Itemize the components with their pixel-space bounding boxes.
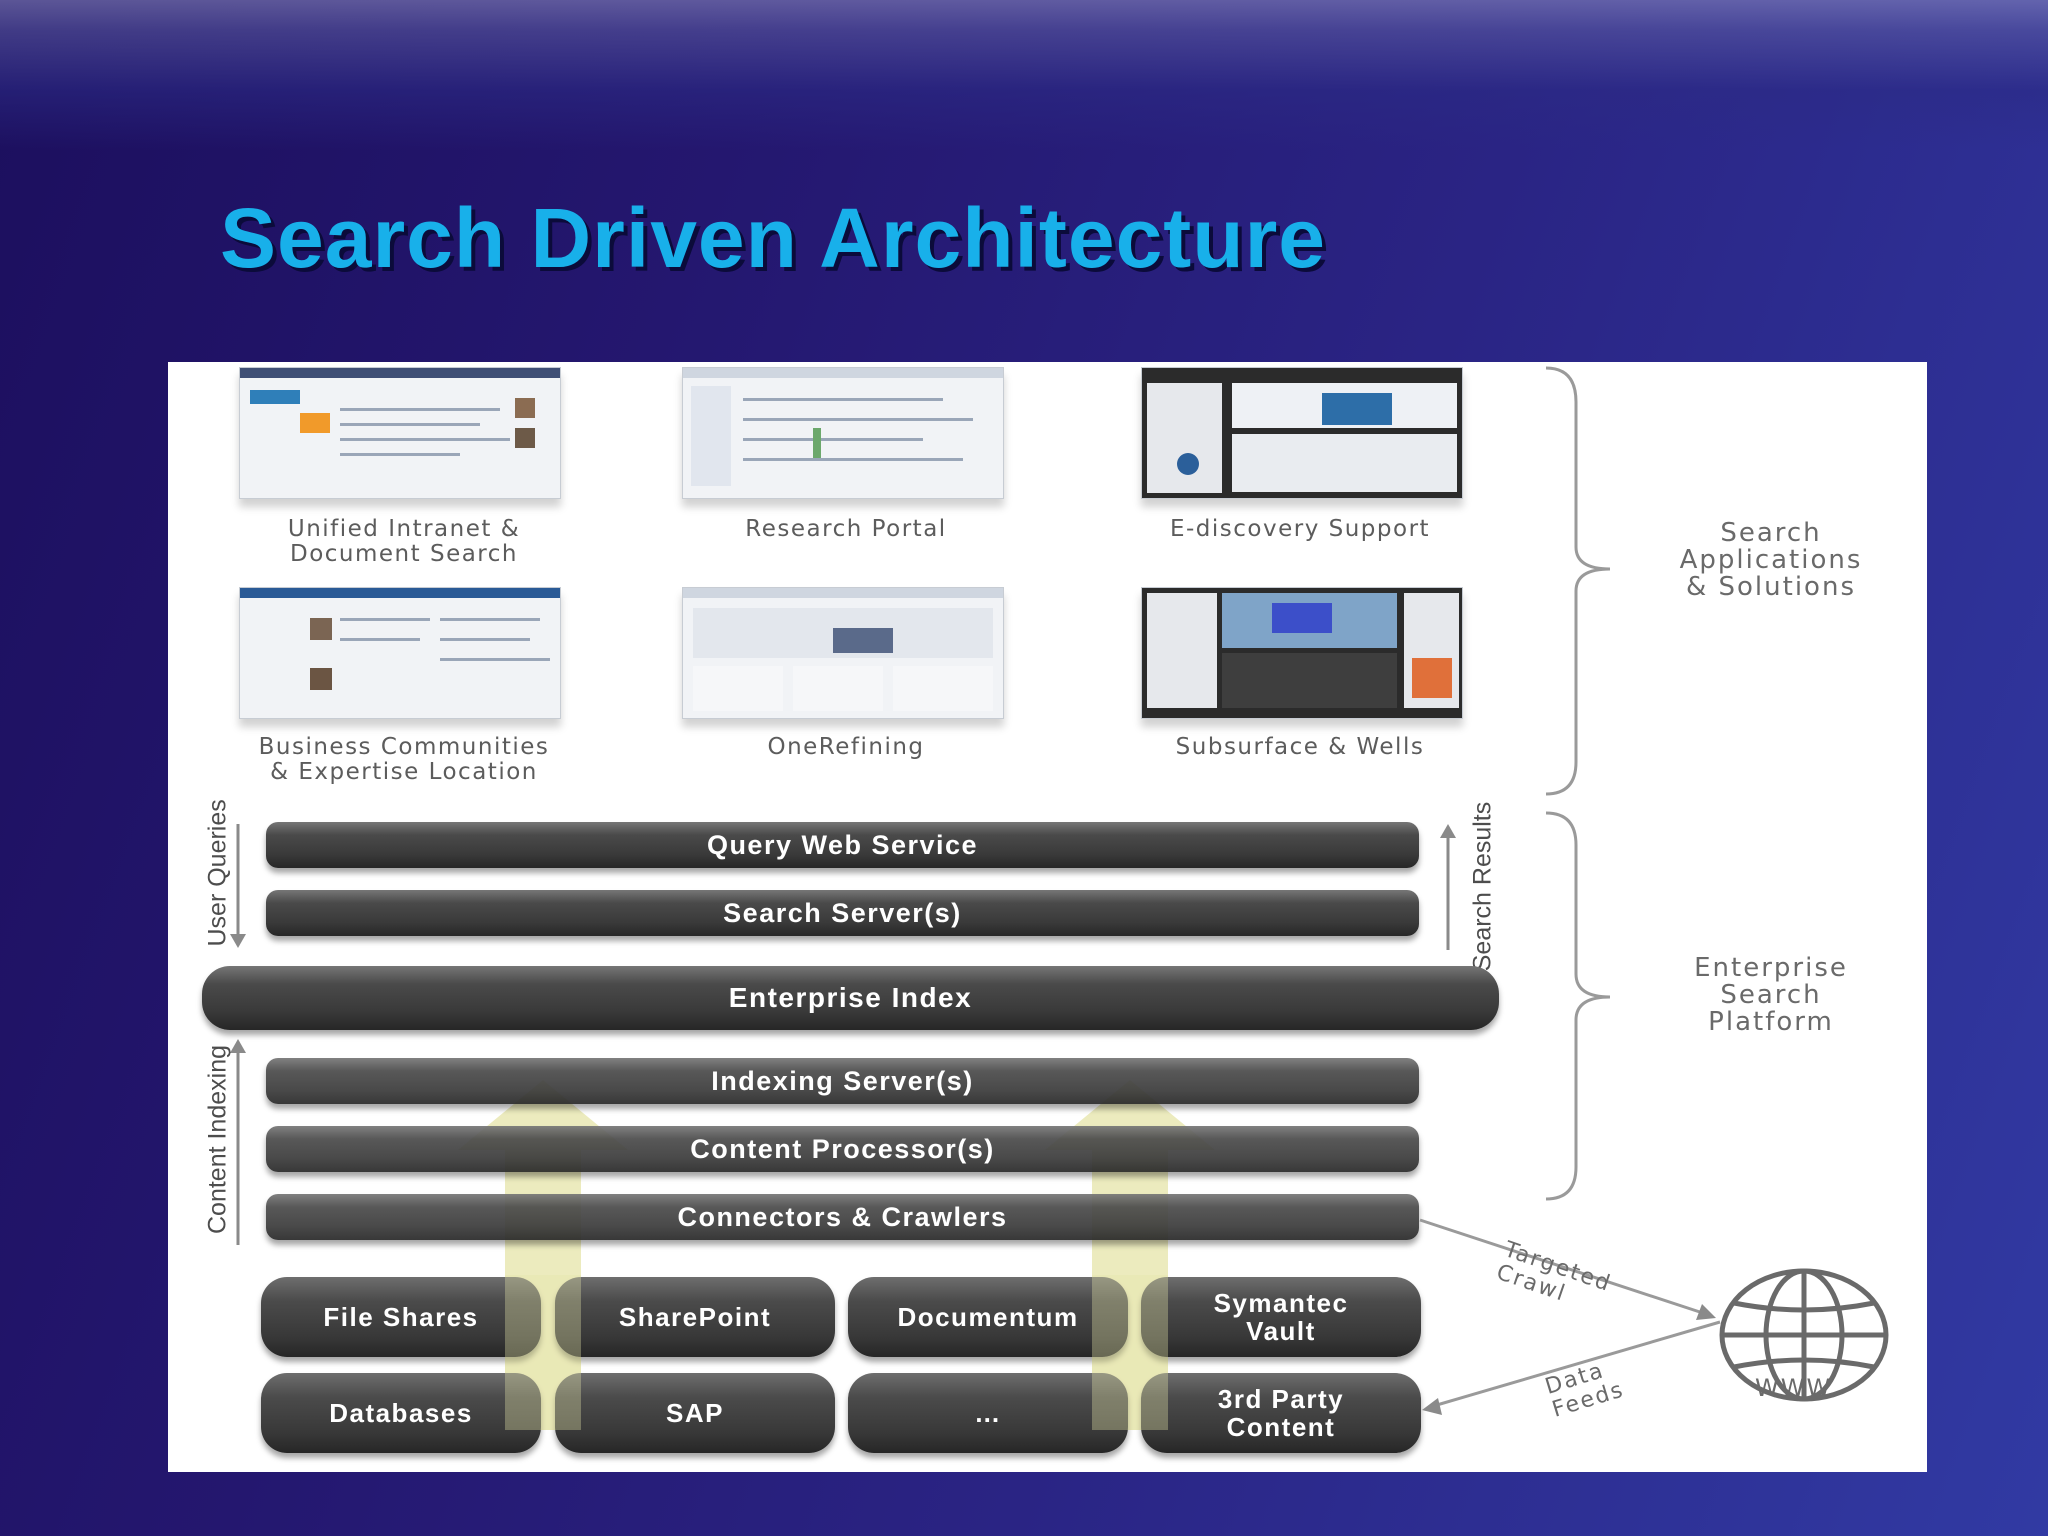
screenshot-unified-intranet [239, 367, 561, 499]
screenshot-onerefining [682, 587, 1004, 719]
architecture-diagram: Unified Intranet & Document Search Resea… [168, 362, 1927, 1472]
caption-business-communities: Business Communities & Expertise Locatio… [258, 734, 550, 785]
crawl-feed-arrows [1419, 1218, 1721, 1415]
group-label-applications: Search Applications & Solutions [1679, 518, 1863, 602]
www-label: WWW [1755, 1374, 1833, 1402]
caption-unified-intranet: Unified Intranet & Document Search [287, 516, 521, 567]
globe-icon [1719, 1268, 1889, 1402]
screenshot-subsurface [1141, 587, 1463, 719]
slide-title: Search Driven Architecture [220, 191, 1326, 285]
brace-platform [1545, 811, 1611, 1201]
source-documentum: Documentum [848, 1277, 1128, 1357]
caption-ediscovery: E-discovery Support [1169, 516, 1431, 542]
caption-onerefining: OneRefining [767, 734, 925, 760]
brace-applications [1545, 366, 1611, 796]
source-third-party-content: 3rd Party Content [1141, 1373, 1421, 1453]
layer-enterprise-index: Enterprise Index [202, 966, 1499, 1030]
source-sharepoint: SharePoint [555, 1277, 835, 1357]
layer-search-servers: Search Server(s) [266, 890, 1419, 936]
layer-connectors-crawlers: Connectors & Crawlers [266, 1194, 1419, 1240]
source-sap: SAP [555, 1373, 835, 1453]
content-flow-arrow-left [458, 1080, 628, 1430]
header-texture [0, 0, 2048, 150]
caption-subsurface: Subsurface & Wells [1175, 734, 1425, 760]
layer-indexing-servers: Indexing Server(s) [266, 1058, 1419, 1104]
content-flow-arrow-right [1045, 1080, 1215, 1430]
source-symantec-vault: Symantec Vault [1141, 1277, 1421, 1357]
layer-query-web-service: Query Web Service [266, 822, 1419, 868]
layer-content-processors: Content Processor(s) [266, 1126, 1419, 1172]
screenshot-business-communities [239, 587, 561, 719]
search-results-arrow [1440, 824, 1456, 950]
user-queries-arrow [230, 824, 246, 948]
source-file-shares: File Shares [261, 1277, 541, 1357]
source-databases: Databases [261, 1373, 541, 1453]
screenshot-ediscovery [1141, 367, 1463, 499]
group-label-platform: Enterprise Search Platform [1694, 953, 1848, 1037]
source-more: … [848, 1373, 1128, 1453]
screenshot-research-portal [682, 367, 1004, 499]
caption-research-portal: Research Portal [745, 516, 947, 542]
content-indexing-arrow [230, 1039, 246, 1245]
